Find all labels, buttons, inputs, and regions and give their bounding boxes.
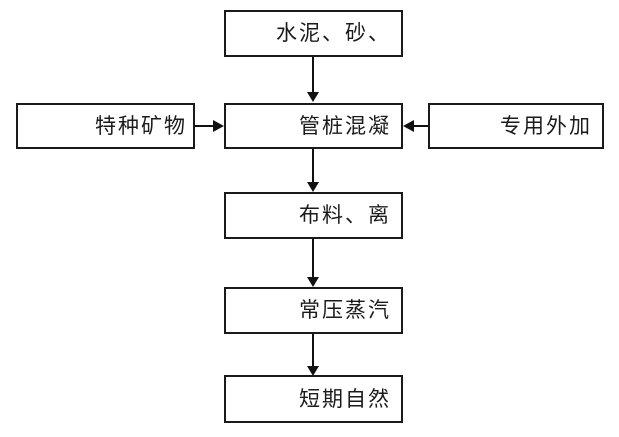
node-special-mineral-label: 特种矿物 [95,113,187,138]
node-special-mineral[interactable]: 特种矿物 [16,103,195,149]
node-distribution-centrifuge-label: 布料、离 [299,203,391,227]
node-short-term-natural[interactable]: 短期自然 [224,375,403,423]
node-raw-materials[interactable]: 水泥、砂、 [224,10,403,57]
node-raw-materials-label: 水泥、砂、 [276,21,391,45]
node-special-admixture-label: 专用外加 [500,113,592,138]
edge-admixture-to-concrete-line [414,125,430,127]
node-special-admixture[interactable]: 专用外加 [428,103,604,149]
edge-steam-to-natural-arrowhead [307,366,319,376]
edge-raw-to-concrete-line [312,57,314,93]
edge-concrete-to-distribution-line [312,149,314,183]
edge-mineral-to-concrete-line [195,125,217,127]
node-distribution-centrifuge[interactable]: 布料、离 [224,192,403,239]
edge-concrete-to-distribution-arrowhead [307,182,319,192]
edge-distribution-to-steam-line [312,239,314,278]
edge-raw-to-concrete-arrowhead [307,92,319,102]
node-short-term-natural-label: 短期自然 [299,386,391,411]
node-atmospheric-steam[interactable]: 常压蒸汽 [224,287,403,334]
edge-mineral-to-concrete-arrowhead [213,120,224,132]
edge-admixture-to-concrete-arrowhead [403,120,414,132]
edge-steam-to-natural-line [312,334,314,367]
node-atmospheric-steam-label: 常压蒸汽 [299,298,391,322]
edge-distribution-to-steam-arrowhead [307,277,319,287]
node-pile-concrete-label: 管桩混凝 [299,113,391,138]
node-pile-concrete[interactable]: 管桩混凝 [224,103,403,149]
